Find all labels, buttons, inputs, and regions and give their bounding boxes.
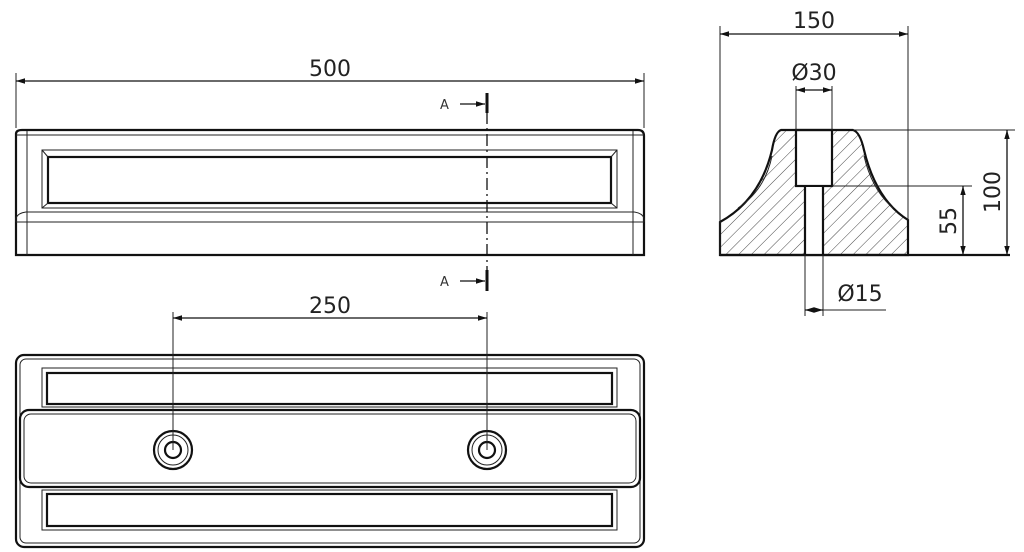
- dimension-hole-spacing: 250: [309, 294, 351, 319]
- dimension-width: 150: [793, 9, 835, 34]
- section-label-bottom: A: [440, 275, 449, 290]
- section-label-top: A: [440, 98, 449, 113]
- dimension-counterbore: Ø30: [791, 61, 836, 86]
- front-view: A A 500: [14, 57, 646, 291]
- dimension-length: 500: [309, 57, 351, 82]
- dimension-counterbore-level: 55: [937, 207, 962, 235]
- dimension-through-hole: Ø15: [837, 282, 882, 307]
- top-view: 250: [14, 294, 646, 549]
- dimension-height: 100: [981, 171, 1006, 213]
- section-view: 150 Ø30 100 55 Ø15: [718, 9, 1015, 316]
